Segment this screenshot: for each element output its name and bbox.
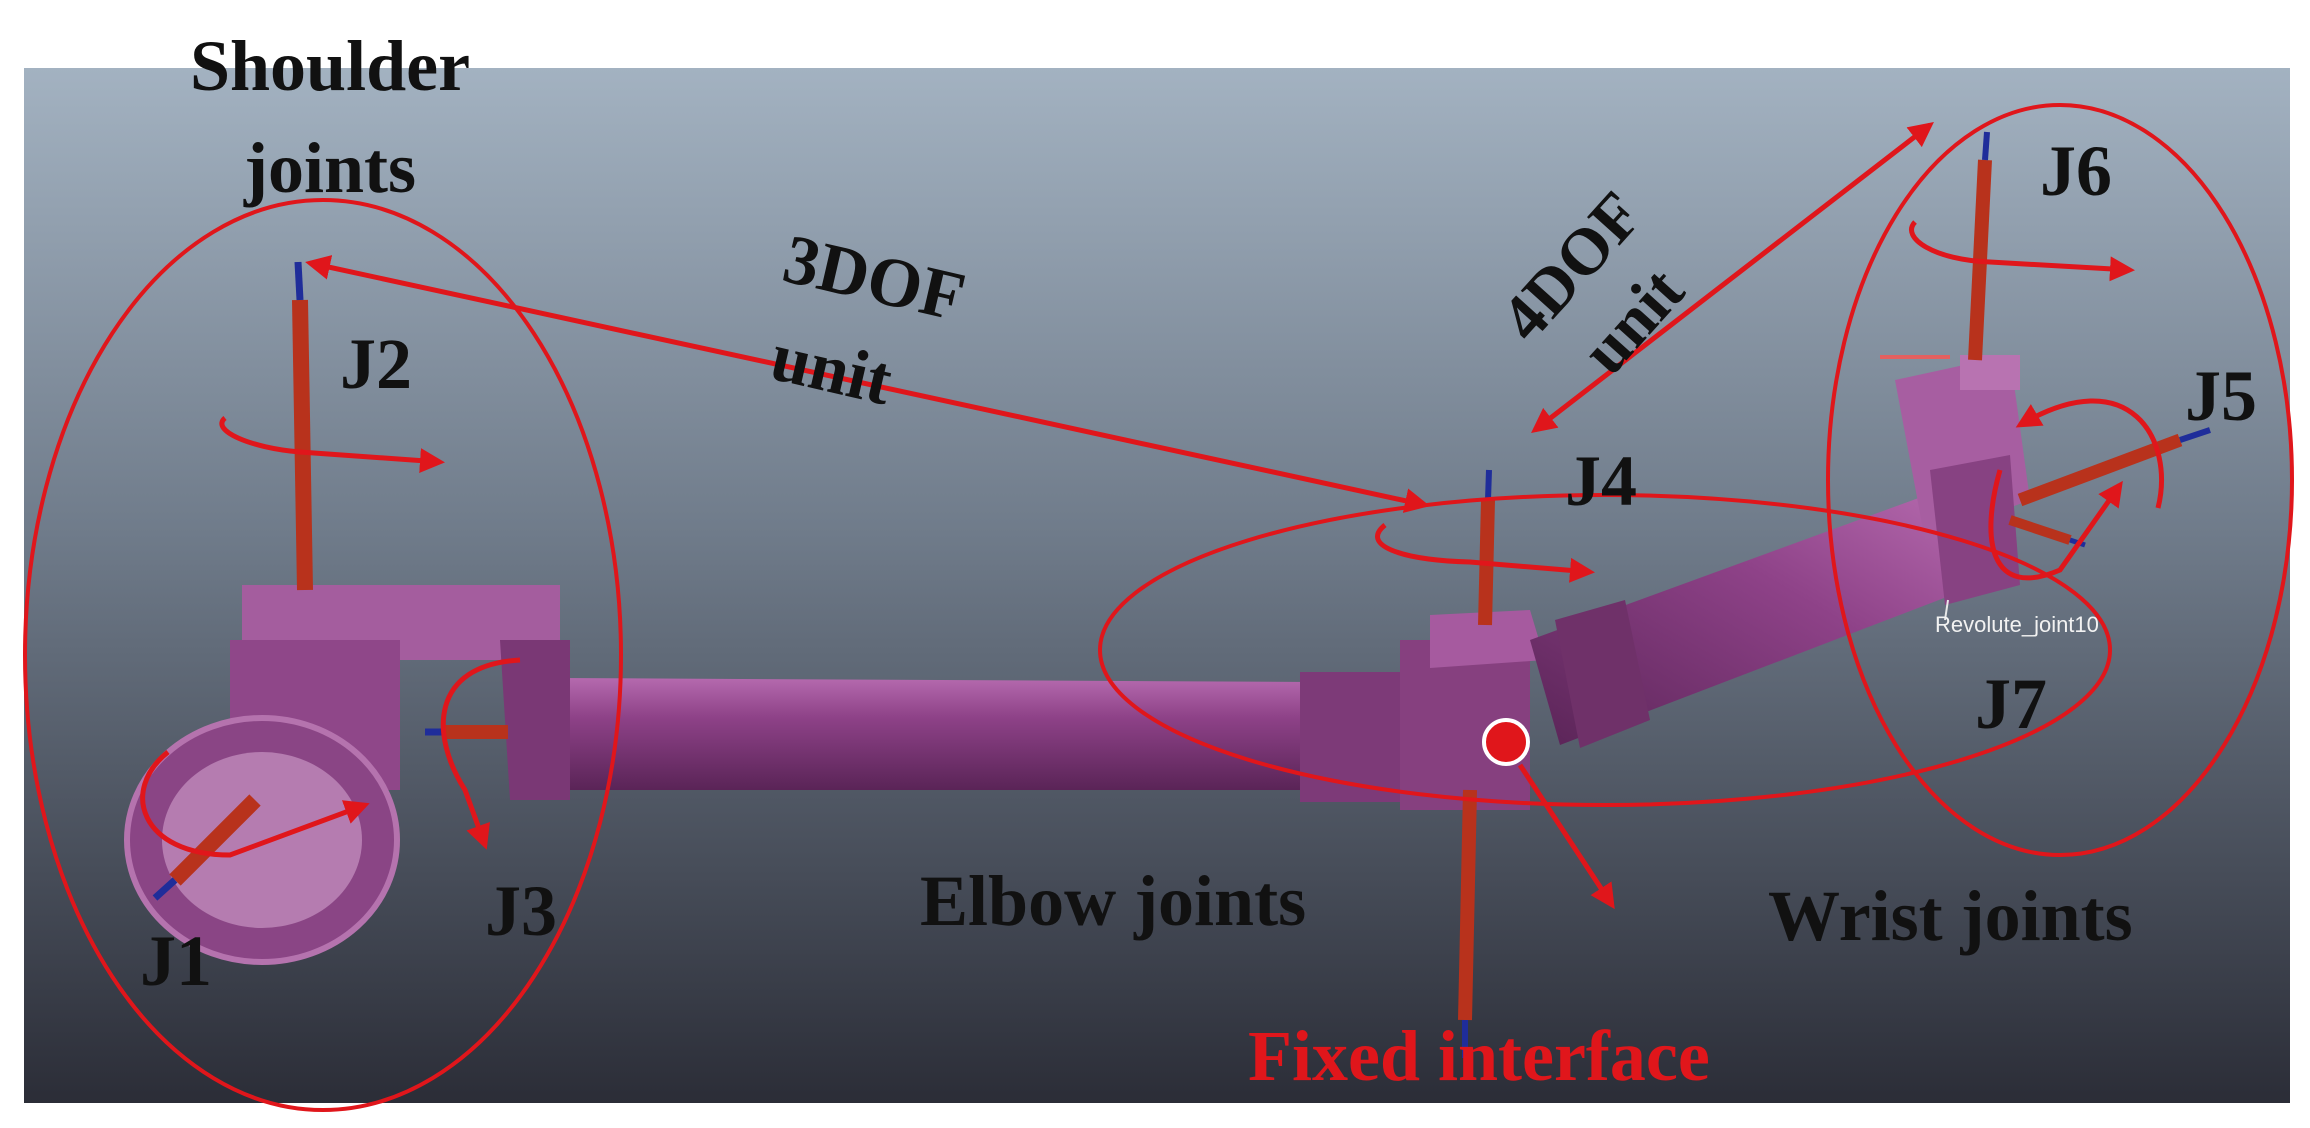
shoulder-ellipse bbox=[23, 198, 623, 1112]
label-elbow-joints: Elbow joints bbox=[920, 861, 1306, 941]
rot-arrow-j4 bbox=[1375, 523, 1595, 583]
label-j3: J3 bbox=[485, 871, 557, 951]
shoulder-elbow-link bbox=[500, 640, 570, 800]
axis-j5 bbox=[2017, 433, 2183, 507]
elbow-housing bbox=[1430, 610, 1545, 668]
forearm-sleeve bbox=[1300, 672, 1410, 802]
wrist-flange bbox=[1930, 455, 2020, 605]
rot-arrow-j1 bbox=[140, 750, 370, 858]
axis-j6-tip bbox=[1982, 131, 1990, 161]
base-disc-inner bbox=[162, 752, 362, 928]
label-revolute-joint: Revolute_joint10 bbox=[1935, 612, 2099, 637]
axis-j2-tip bbox=[294, 261, 304, 301]
arrow-3dof-span bbox=[305, 255, 1430, 513]
joint-axes bbox=[152, 131, 2211, 1058]
label-j5: J5 bbox=[2185, 356, 2257, 436]
dof-arrows bbox=[305, 121, 1934, 910]
arrow-fixed-interface bbox=[1517, 763, 1615, 910]
label-shoulder-line2: joints bbox=[243, 128, 416, 208]
robot-arm bbox=[124, 355, 2030, 965]
forearm-tube bbox=[560, 678, 1310, 790]
label-j2: J2 bbox=[340, 324, 412, 404]
rot-arrow-j7 bbox=[1988, 469, 2123, 581]
revolute-leader-line bbox=[1944, 599, 1949, 621]
label-fixed-interface: Fixed interface bbox=[1248, 1016, 1710, 1096]
axis-j2 bbox=[292, 299, 313, 591]
elbow-ellipse bbox=[1098, 493, 2112, 807]
axis-j7 bbox=[2008, 515, 2072, 545]
label-wrist-joints: Wrist joints bbox=[1768, 876, 2133, 956]
axis-j5-tip bbox=[2179, 427, 2211, 443]
wrist-cap bbox=[1960, 355, 2020, 390]
arrow-4dof-span bbox=[1531, 121, 1934, 434]
label-j4: J4 bbox=[1565, 441, 1637, 521]
label-j6: J6 bbox=[2040, 131, 2112, 211]
axis-fixed bbox=[1458, 789, 1477, 1021]
axis-j4-tip bbox=[1485, 469, 1492, 501]
fixed-interface-point bbox=[1482, 718, 1530, 766]
axis-j1 bbox=[169, 794, 261, 886]
wrist-ellipse bbox=[1826, 103, 2294, 857]
rot-arrow-j3 bbox=[440, 657, 521, 850]
label-j1: J1 bbox=[140, 921, 212, 1001]
axis-j1-tip bbox=[152, 877, 178, 901]
rot-arrow-j5 bbox=[2015, 398, 2164, 509]
label-j7: J7 bbox=[1975, 664, 2047, 744]
rot-arrow-j2 bbox=[219, 416, 445, 474]
grouping-ellipses bbox=[23, 103, 2294, 1112]
label-shoulder-line1: Shoulder bbox=[190, 26, 470, 106]
upper-arm-coupler bbox=[1555, 600, 1650, 748]
